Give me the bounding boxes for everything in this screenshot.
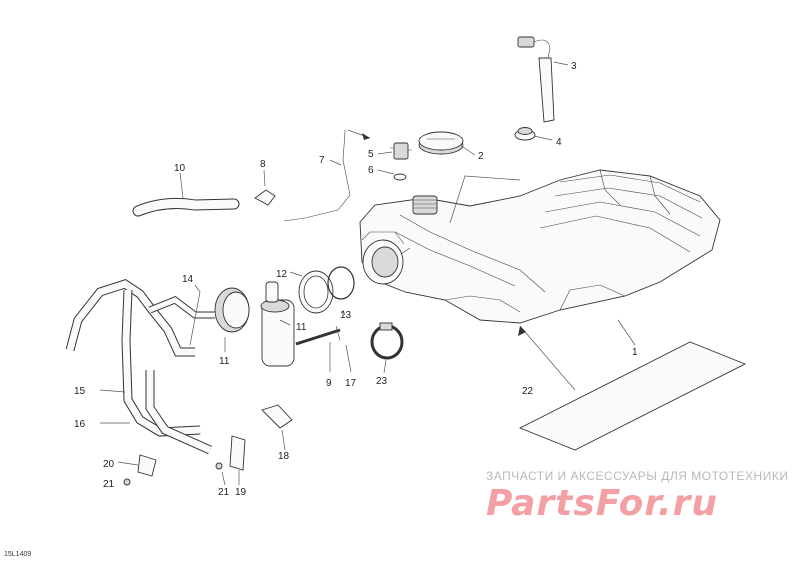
callout-20: 20 — [103, 459, 115, 470]
valve-5 — [390, 142, 412, 160]
fuel-cap-2 — [418, 131, 464, 155]
callout-12: 12 — [276, 269, 288, 280]
callout-7: 7 — [319, 155, 325, 166]
callout-17: 17 — [345, 378, 357, 389]
clamp-6 — [393, 173, 407, 181]
callout-16: 16 — [74, 419, 86, 430]
callout-1: 1 — [632, 347, 638, 358]
callout-4: 4 — [556, 137, 562, 148]
callout-2: 2 — [478, 151, 484, 162]
hose-7 — [283, 131, 351, 222]
gasket-ring — [327, 266, 355, 300]
callout-10: 10 — [174, 163, 186, 174]
callout-23: 23 — [376, 376, 388, 387]
callout-labels: 1 2 3 4 5 6 7 8 9 10 11 11 12 13 14 15 1… — [74, 61, 638, 498]
callout-18: 18 — [278, 451, 290, 462]
callout-8: 8 — [260, 159, 266, 170]
screw-21b — [215, 462, 223, 470]
callout-6: 6 — [368, 165, 374, 176]
screw-21a — [123, 478, 131, 486]
leader-lines — [99, 61, 636, 486]
gasket-plate-22 — [518, 341, 747, 451]
callout-21b: 21 — [218, 487, 230, 498]
callout-21a: 21 — [103, 479, 115, 490]
callout-15: 15 — [74, 386, 86, 397]
fuel-tank-drawing — [359, 169, 721, 324]
callout-13: 13 — [340, 310, 352, 321]
callout-11a: 11 — [296, 322, 307, 333]
clamp-8 — [254, 189, 276, 206]
fuel-lines — [65, 279, 215, 455]
fuel-pump-11 — [214, 281, 295, 367]
watermark-logo: PartsFor.ru — [486, 483, 718, 524]
breather-tube-3 — [517, 36, 555, 123]
lock-ring-12 — [298, 270, 334, 314]
bracket-20 — [137, 454, 157, 477]
callout-11b: 11 — [219, 356, 230, 367]
callout-5: 5 — [368, 149, 374, 160]
watermark-tagline: ЗАПЧАСТИ И АКСЕССУАРЫ ДЛЯ МОТОТЕХНИКИ — [486, 469, 789, 483]
rod-13 — [295, 328, 341, 346]
callout-3: 3 — [571, 61, 577, 72]
callout-22: 22 — [522, 386, 534, 397]
bracket-19 — [229, 435, 246, 471]
filter-18 — [261, 404, 293, 429]
grommet-4 — [514, 127, 536, 141]
diagram-code: 15L1409 — [4, 551, 32, 558]
callout-14: 14 — [182, 274, 194, 285]
callout-19: 19 — [235, 487, 247, 498]
callout-9: 9 — [326, 378, 332, 389]
clamp-23 — [370, 322, 404, 360]
